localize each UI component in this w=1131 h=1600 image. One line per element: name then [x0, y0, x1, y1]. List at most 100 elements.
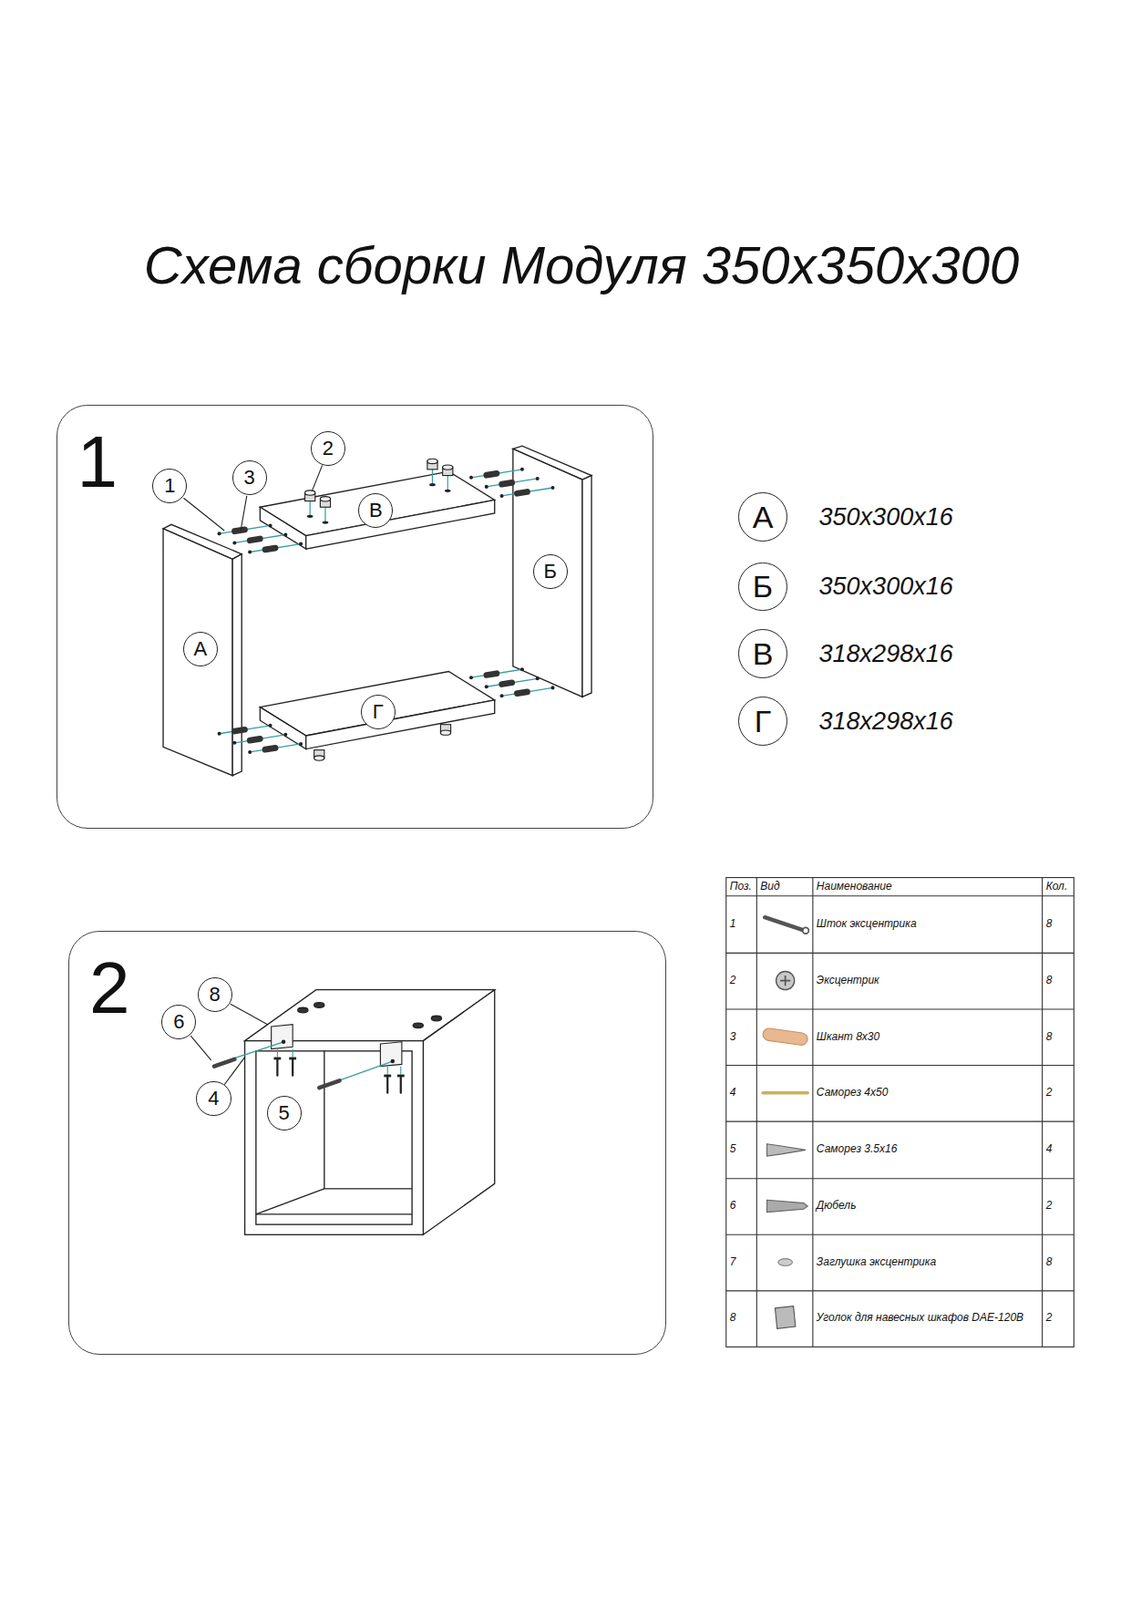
parts-table-icons-part [802, 926, 810, 934]
step1-parts [163, 445, 592, 776]
parts-table-icons-part [778, 1258, 793, 1266]
step-panel: 1213ВБАГ [56, 404, 655, 828]
parts-table-grid-part [726, 1064, 1075, 1066]
table-cell: 5 [727, 1121, 757, 1178]
callout-number-circle: 6 [161, 1004, 196, 1039]
step1-hardware-part [217, 723, 304, 754]
parts-table-icons-part [776, 971, 795, 990]
table-cell: 2 [1043, 1065, 1074, 1121]
part-letter-circle: Г [360, 694, 396, 730]
step2-hardware-part [277, 1048, 401, 1075]
part-letter-circle: В [358, 493, 393, 528]
parts-table-icons-part [774, 1305, 795, 1329]
part-letter: Г [754, 705, 772, 737]
table-cell: 4 [1043, 1121, 1074, 1178]
callout-number-circle: 4 [195, 1080, 231, 1116]
parts-table-icons-part [761, 1027, 809, 1046]
table-cell: 2 [1043, 1291, 1074, 1347]
step2-hardware-part-part [277, 1048, 278, 1058]
callout-number-circle: 2 [310, 431, 346, 466]
parts-table-grid-part [1041, 877, 1043, 1347]
step-panel: 28645 [68, 930, 667, 1356]
parts-table-grid-part [756, 877, 758, 1347]
step2-hardware-part-part [292, 1048, 294, 1058]
step2-hardware-part-part [397, 1074, 405, 1078]
parts-table-grid-part [726, 1007, 1075, 1009]
callout-number: 4 [207, 1088, 219, 1109]
table-header: Поз. [727, 877, 757, 895]
step1-parts-part [259, 670, 494, 736]
callout-number-circle: 5 [267, 1095, 302, 1131]
step2-hardware-part-part [383, 1074, 391, 1078]
callout-number-circle: 1 [152, 468, 187, 504]
parts-table-icons-part [762, 1090, 808, 1094]
table-cell: 8 [1043, 1234, 1074, 1290]
table-cell: 1 [727, 896, 757, 953]
parts-table-icons-part [764, 916, 802, 929]
part-letter: А [194, 638, 208, 659]
table-cell: 8 [1043, 953, 1074, 1008]
step-number: 1 [77, 425, 119, 499]
part-letter-circle: Г [738, 696, 788, 746]
step2-hardware-part [380, 1041, 401, 1067]
leader-lines-part [230, 1003, 272, 1027]
table-cell: Дюбель [813, 1178, 1042, 1234]
table-cell: 3 [727, 1009, 757, 1065]
step1-hardware-part [319, 496, 330, 525]
step2-cabinet-part [314, 1002, 325, 1008]
step1-parts-part [259, 471, 494, 536]
part-letter-circle: Б [533, 554, 568, 589]
part-letter-circle: Б [738, 562, 788, 612]
step2-cabinet-part [245, 1040, 424, 1235]
table-header: Наименование [813, 877, 1042, 895]
parts-table-grid-part [726, 1233, 1075, 1235]
step2-hardware [214, 1024, 405, 1093]
panel-dimension: 318x298x16 [819, 706, 954, 736]
step2-cabinet-part [412, 1022, 423, 1029]
leader-lines-part [190, 1035, 211, 1060]
diagram-title: Схема сборки Модуля 350x350x300 [34, 233, 1129, 298]
table-header: Кол. [1043, 877, 1074, 895]
step1-hardware-part [314, 755, 325, 761]
panel-dimension: 350x300x16 [819, 571, 954, 601]
step1-hardware [217, 458, 556, 761]
table-cell: 6 [727, 1178, 757, 1234]
table-cell: Шток эксцентрика [813, 896, 1042, 953]
step2-cabinet-part [298, 1007, 309, 1013]
parts-table-grid-part [726, 877, 1075, 1347]
parts-table-grid-part [726, 894, 1075, 896]
step2-hardware-part-part [386, 1076, 389, 1093]
step1-hardware-part [217, 523, 304, 554]
parts-table-icons-part [780, 975, 791, 986]
step2-hardware-part-part [291, 1059, 294, 1076]
part-letter: В [752, 637, 774, 669]
step2-cabinet-part [422, 989, 494, 1235]
parts-table-grid-part [726, 1177, 1075, 1179]
step1-hardware-part [442, 464, 453, 493]
callout-number: 6 [173, 1011, 185, 1032]
parts-table-grid-part [726, 1289, 1075, 1291]
parts-table-icons [761, 916, 809, 1328]
callout-number-circle: 8 [197, 976, 233, 1012]
part-letter: В [369, 500, 383, 521]
table-cell: Заглушка эксцентрика [813, 1234, 1042, 1290]
step1-hardware-part [469, 667, 556, 698]
step1-parts-part [306, 499, 495, 549]
step2-cabinet-part [256, 1213, 412, 1214]
step1-hardware-part [440, 730, 451, 735]
step2-hardware-part-part [387, 1066, 389, 1075]
table-cell: 8 [727, 1291, 757, 1347]
part-letter-circle: А [738, 492, 788, 542]
table-cell: 2 [1043, 1178, 1074, 1234]
step2-hardware-part [390, 1059, 395, 1063]
part-letter: А [752, 501, 774, 533]
table-cell: Шкант 8x30 [813, 1009, 1042, 1065]
table-cell: 8 [1043, 1009, 1074, 1065]
leader-lines-part [183, 497, 225, 531]
table-header: Вид [757, 877, 813, 895]
step2-hardware-part-part [276, 1059, 278, 1076]
part-letter: Б [752, 570, 773, 602]
step2-hardware-part [214, 1059, 235, 1067]
step2-cabinet-part [324, 1050, 412, 1189]
step2-hardware-part [273, 1057, 404, 1078]
